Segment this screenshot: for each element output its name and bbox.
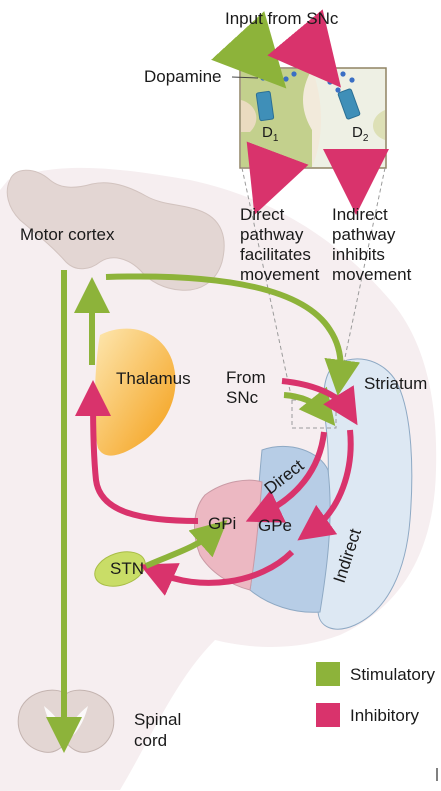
stn-label: STN [110,559,144,578]
striatum-label: Striatum [364,374,427,393]
direct-caption-line-4: movement [240,265,320,284]
motor-cortex-label: Motor cortex [20,225,115,244]
legend: Stimulatory Inhibitory [316,662,436,727]
snc-input-green-arrow [240,38,262,62]
direct-caption-line-1: Direct [240,205,285,224]
legend-inhibitory-label: Inhibitory [350,706,419,725]
from-snc-label-2: SNc [226,388,259,407]
direct-caption-line-2: pathway [240,225,304,244]
indirect-caption-line-1: Indirect [332,205,388,224]
direct-caption-line-3: facilitates [240,245,311,264]
indirect-caption: Indirect pathway inhibits movement [332,205,412,284]
indirect-caption-line-2: pathway [332,225,396,244]
indirect-caption-line-3: inhibits [332,245,385,264]
legend-stimulatory-label: Stimulatory [350,665,436,684]
d2-sub: 2 [363,133,369,144]
legend-stimulatory-swatch [316,662,340,686]
spinal-cord-label-1: Spinal [134,710,181,729]
direct-caption: Direct pathway facilitates movement [240,205,320,284]
dopamine-label: Dopamine [144,67,222,86]
legend-inhibitory-swatch [316,703,340,727]
input-title: Input from SNc [225,9,339,28]
spinal-cord-label-2: cord [134,731,167,750]
inset-panel [240,68,386,168]
indirect-caption-line-4: movement [332,265,412,284]
gpi-label: GPi [208,514,236,533]
gpe-label: GPe [258,516,292,535]
thalamus-label: Thalamus [116,369,191,388]
from-snc-label-1: From [226,368,266,387]
d1-main: D [262,124,273,141]
direct-output-arrow [266,168,272,184]
snc-input-pink-arrow [298,36,318,60]
d2-main: D [352,124,363,141]
d1-sub: 1 [273,133,279,144]
